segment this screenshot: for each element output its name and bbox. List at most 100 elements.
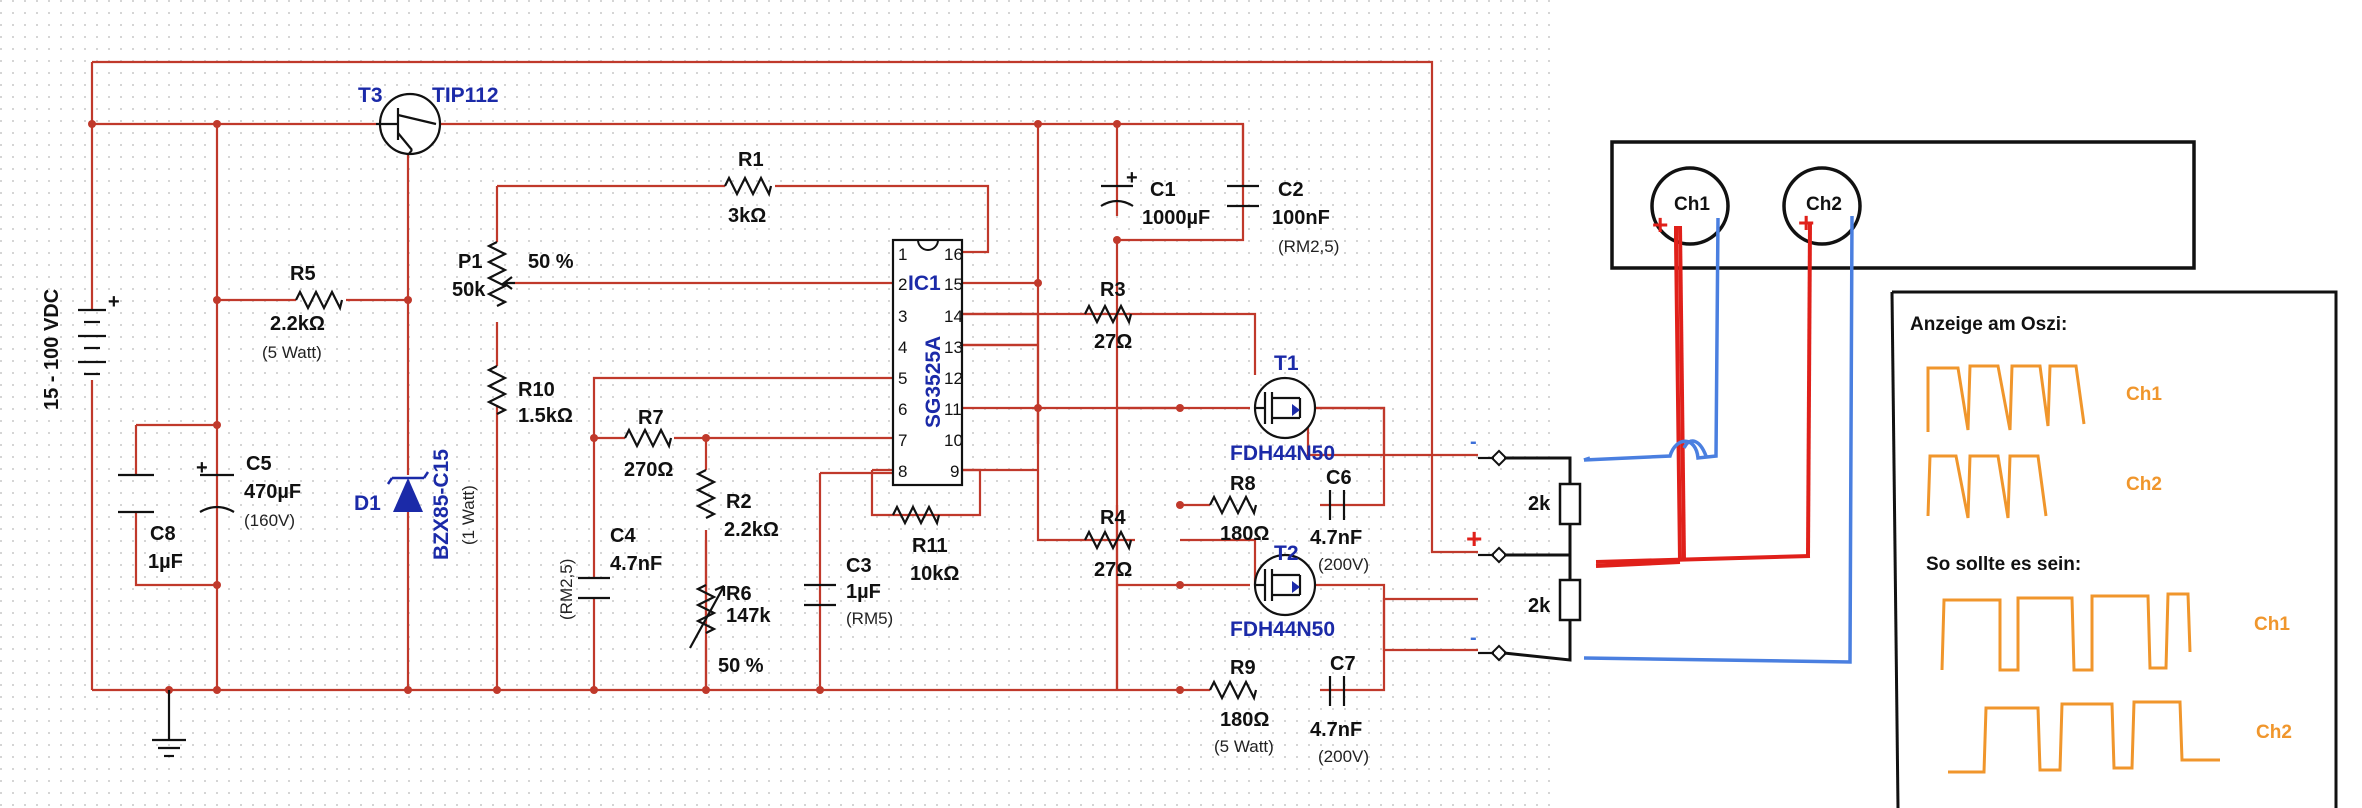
svg-text:10: 10: [944, 431, 963, 450]
r8-value: 180Ω: [1220, 523, 1269, 545]
svg-text:6: 6: [898, 400, 907, 419]
r4-ref: R4: [1100, 507, 1126, 529]
r2-ref: R2: [726, 491, 752, 513]
r3-resistor: [1084, 303, 1133, 326]
r3-value: 27Ω: [1094, 331, 1132, 353]
svg-text:12: 12: [944, 369, 963, 388]
r11-ref: R11: [912, 535, 948, 557]
ic1-part: SG3525A: [922, 336, 945, 428]
r9-note: (5 Watt): [1214, 737, 1274, 756]
r4-resistor: [1084, 529, 1133, 552]
t3-transistor: [376, 92, 442, 156]
c7-capacitor: [1328, 676, 1346, 706]
load-r-bottom: 2k: [1528, 595, 1551, 617]
c8-value: 1µF: [148, 551, 183, 573]
c2-ref: C2: [1278, 179, 1304, 201]
c5-note: (160V): [244, 511, 295, 530]
wave-ch2-expected: [1948, 700, 2220, 774]
r6-setting: 50 %: [718, 655, 764, 677]
c3-value: 1µF: [846, 581, 881, 603]
r5-ref: R5: [290, 263, 316, 285]
c1-ref: C1: [1150, 179, 1176, 201]
t3-ref: T3: [358, 84, 383, 107]
panel-ch1b-label: Ch1: [2254, 614, 2290, 635]
r6-arrow: [689, 584, 726, 649]
r8-resistor: [1209, 494, 1258, 517]
t1-ref: T1: [1274, 352, 1299, 375]
ground-symbol: [152, 690, 186, 758]
r7-ref: R7: [638, 407, 664, 429]
p1-setting: 50 %: [528, 251, 574, 273]
svg-text:9: 9: [950, 462, 959, 481]
r10-resistor: [486, 365, 508, 415]
r2-value: 2.2kΩ: [724, 519, 779, 541]
c4-value: 4.7nF: [610, 553, 662, 575]
c4-note: (RM2,5): [557, 559, 576, 620]
t1-mosfet: [1253, 376, 1317, 440]
r5-note: (5 Watt): [262, 343, 322, 362]
supply-voltage-label: 15 - 100 VDC: [41, 289, 63, 410]
r1-ref: R1: [738, 149, 764, 171]
r2-resistor: [695, 469, 717, 519]
r6-ref: R6: [726, 583, 752, 605]
r10-ref: R10: [518, 379, 555, 401]
scope-ch1-plus: +: [1652, 209, 1668, 240]
t1-part: FDH44N50: [1230, 442, 1335, 465]
p1-ref: P1: [458, 251, 482, 273]
r5-resistor: [295, 289, 344, 312]
c6-capacitor: [1328, 490, 1346, 520]
oscilloscope-box: [1610, 140, 2196, 270]
svg-text:+: +: [108, 291, 120, 313]
dot-grid: [0, 0, 1560, 808]
c3-ref: C3: [846, 555, 872, 577]
r6-trimmer: [695, 584, 717, 634]
svg-text:+: +: [196, 457, 208, 479]
c5-capacitor: +: [196, 457, 235, 513]
panel-subtitle: So sollte es sein:: [1926, 554, 2081, 575]
panel-title: Anzeige am Oszi:: [1910, 314, 2067, 335]
svg-text:5: 5: [898, 369, 907, 388]
r1-resistor: [724, 175, 773, 198]
display-panel: [1890, 290, 2338, 808]
c4-ref: C4: [610, 525, 636, 547]
panel-ch2b-label: Ch2: [2256, 722, 2292, 743]
c1-capacitor: +: [1100, 167, 1138, 207]
c8-capacitor: [118, 473, 154, 514]
c7-value: 4.7nF: [1310, 719, 1362, 741]
panel-ch1-label: Ch1: [2126, 384, 2162, 405]
r3-ref: R3: [1100, 279, 1126, 301]
r1-value: 3kΩ: [728, 205, 766, 227]
c5-value: 470µF: [244, 481, 301, 503]
r11-resistor: [892, 504, 941, 527]
c2-note: (RM2,5): [1278, 237, 1339, 256]
load-plus: +: [1466, 523, 1482, 554]
load-r-top: 2k: [1528, 493, 1551, 515]
r5-value: 2.2kΩ: [270, 313, 325, 335]
r8-ref: R8: [1230, 473, 1256, 495]
c6-note: (200V): [1318, 555, 1369, 574]
svg-text:16: 16: [944, 245, 963, 264]
svg-text:1: 1: [898, 245, 907, 264]
panel-ch2-label: Ch2: [2126, 474, 2162, 495]
t2-part: FDH44N50: [1230, 618, 1335, 641]
c4-capacitor: [578, 576, 610, 600]
ic1-chip: [891, 238, 964, 487]
svg-text:8: 8: [898, 462, 907, 481]
ic1-ref: IC1: [908, 272, 941, 295]
r7-resistor: [624, 427, 673, 450]
c2-capacitor: [1227, 184, 1259, 208]
t3-part: TIP112: [432, 84, 499, 107]
supply-battery: +: [78, 291, 120, 376]
c5-ref: C5: [246, 453, 272, 475]
svg-text:+: +: [1126, 167, 1138, 189]
c6-ref: C6: [1326, 467, 1352, 489]
svg-text:3: 3: [898, 307, 907, 326]
c8-ref: C8: [150, 523, 176, 545]
wave-ch1-expected: [1940, 592, 2192, 672]
r10-value: 1.5kΩ: [518, 405, 573, 427]
c3-capacitor: [804, 583, 836, 607]
c1-value: 1000µF: [1142, 207, 1210, 229]
svg-text:14: 14: [944, 307, 963, 326]
r11-value: 10kΩ: [910, 563, 959, 585]
t2-mosfet: [1253, 553, 1317, 617]
